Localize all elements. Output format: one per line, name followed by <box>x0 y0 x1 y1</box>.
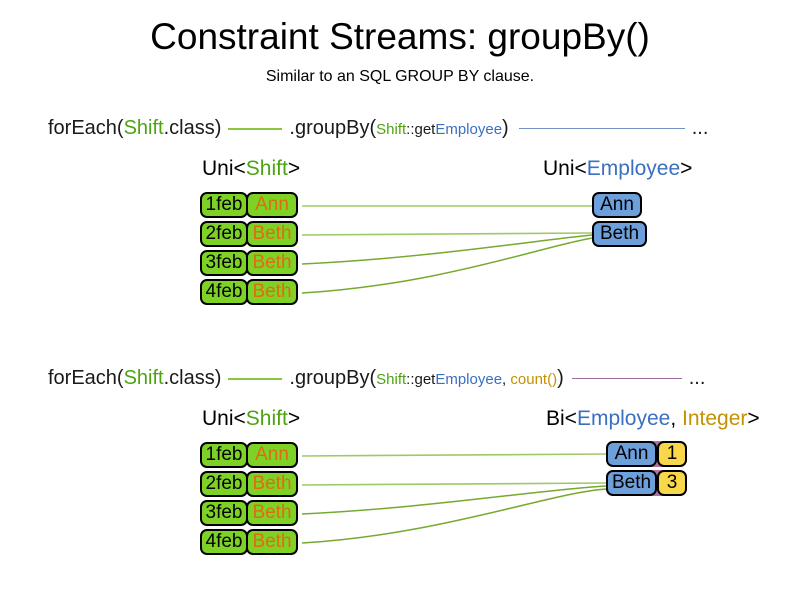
label-prefix: Uni< <box>202 407 246 430</box>
tuple-beth: Beth 3 <box>606 470 687 496</box>
shift-employee-cell: Beth <box>246 529 298 555</box>
shift-date-cell: 1feb <box>200 442 248 468</box>
groupby-keyword: .groupBy( <box>289 367 377 389</box>
close-paren: ) <box>502 117 509 139</box>
tuple-count-cell: 3 <box>657 470 687 496</box>
param-comma: , <box>502 371 511 388</box>
connector2-3feb-beth <box>301 485 608 515</box>
shift-class-token: Shift <box>123 117 164 139</box>
shift-employee-cell: Ann <box>246 192 298 218</box>
table-row: 3feb Beth <box>200 250 298 276</box>
connector2-4feb-beth <box>301 488 608 544</box>
shift-date-cell: 2feb <box>200 471 248 497</box>
label-prefix: Uni< <box>202 157 246 180</box>
param-employee-token: Employee <box>435 121 503 138</box>
stream-dash-green <box>228 377 283 380</box>
table-row: 4feb Beth <box>200 529 298 555</box>
label-suffix: > <box>287 157 301 180</box>
shift-class-token: Shift <box>123 367 164 389</box>
shift-employee-cell: Beth <box>246 500 298 526</box>
shift-date-cell: 1feb <box>200 192 248 218</box>
stream-dash-green <box>228 127 283 130</box>
table-row: 3feb Beth <box>200 500 298 526</box>
ellipsis: ... <box>688 367 706 389</box>
connector2-1feb-ann <box>301 453 608 457</box>
shift-employee-cell: Beth <box>246 279 298 305</box>
label-type: Employee <box>586 157 681 180</box>
class-suffix: .class) <box>163 117 222 139</box>
uni-shift-label-2: Uni<Shift> <box>202 407 300 431</box>
shift-date-cell: 4feb <box>200 279 248 305</box>
tuple-employee-cell: Ann <box>606 441 657 467</box>
param-getter-token: ::get <box>406 371 436 388</box>
code-line-groupby-1: forEach(Shift.class) .groupBy(Shift::get… <box>48 117 708 140</box>
tuple-ann: Ann 1 <box>606 441 687 467</box>
label-type: Shift <box>245 407 288 430</box>
label-type1: Employee <box>576 407 671 430</box>
connector2-2feb-beth <box>301 482 608 486</box>
shift-employee-cell: Beth <box>246 221 298 247</box>
param-shift-token: Shift <box>376 121 407 138</box>
group-box-ann: Ann <box>592 192 642 218</box>
tuple-employee-cell: Beth <box>606 470 657 496</box>
group-box-beth: Beth <box>592 221 647 247</box>
uni-shift-label-1: Uni<Shift> <box>202 157 300 181</box>
param-count-token: count() <box>510 371 558 388</box>
groupby-keyword: .groupBy( <box>289 117 377 139</box>
table-row: 2feb Beth <box>200 221 298 247</box>
connector-2feb-beth <box>301 232 594 236</box>
shift-table-1: 1feb Ann 2feb Beth 3feb Beth 4feb Beth <box>200 192 298 305</box>
class-suffix: .class) <box>163 367 222 389</box>
slide-subtitle: Similar to an SQL GROUP BY clause. <box>265 68 535 85</box>
label-prefix: Uni< <box>543 157 587 180</box>
bi-employee-integer-label: Bi<Employee, Integer> <box>546 407 760 431</box>
connector-4feb-beth <box>301 237 594 294</box>
shift-date-cell: 3feb <box>200 250 248 276</box>
tuple-count-cell: 1 <box>657 441 687 467</box>
ellipsis: ... <box>691 117 709 139</box>
shift-employee-cell: Ann <box>246 442 298 468</box>
param-shift-token: Shift <box>376 371 407 388</box>
param-employee-token: Employee <box>435 371 503 388</box>
slide-title: Constraint Streams: groupBy() <box>150 16 650 57</box>
close-paren: ) <box>557 367 564 389</box>
stream-line-blue <box>518 128 685 129</box>
shift-date-cell: 4feb <box>200 529 248 555</box>
shift-date-cell: 2feb <box>200 221 248 247</box>
uni-employee-label: Uni<Employee> <box>543 157 692 181</box>
table-row: 2feb Beth <box>200 471 298 497</box>
param-getter-token: ::get <box>406 121 436 138</box>
label-suffix: > <box>747 407 760 430</box>
shift-employee-cell: Beth <box>246 471 298 497</box>
table-row: 4feb Beth <box>200 279 298 305</box>
shift-employee-cell: Beth <box>246 250 298 276</box>
label-separator: , <box>670 407 682 430</box>
label-suffix: > <box>680 157 693 180</box>
label-suffix: > <box>287 407 301 430</box>
label-prefix: Bi< <box>546 407 577 430</box>
table-row: 1feb Ann <box>200 442 298 468</box>
shift-date-cell: 3feb <box>200 500 248 526</box>
label-type: Shift <box>245 157 288 180</box>
stream-line-purple <box>571 378 682 379</box>
table-row: 1feb Ann <box>200 192 298 218</box>
foreach-keyword: forEach( <box>48 117 124 139</box>
label-type2: Integer <box>682 407 748 430</box>
code-line-groupby-2: forEach(Shift.class) .groupBy(Shift::get… <box>48 367 705 390</box>
connector-3feb-beth <box>301 234 594 265</box>
shift-table-2: 1feb Ann 2feb Beth 3feb Beth 4feb Beth <box>200 442 298 555</box>
foreach-keyword: forEach( <box>48 367 124 389</box>
